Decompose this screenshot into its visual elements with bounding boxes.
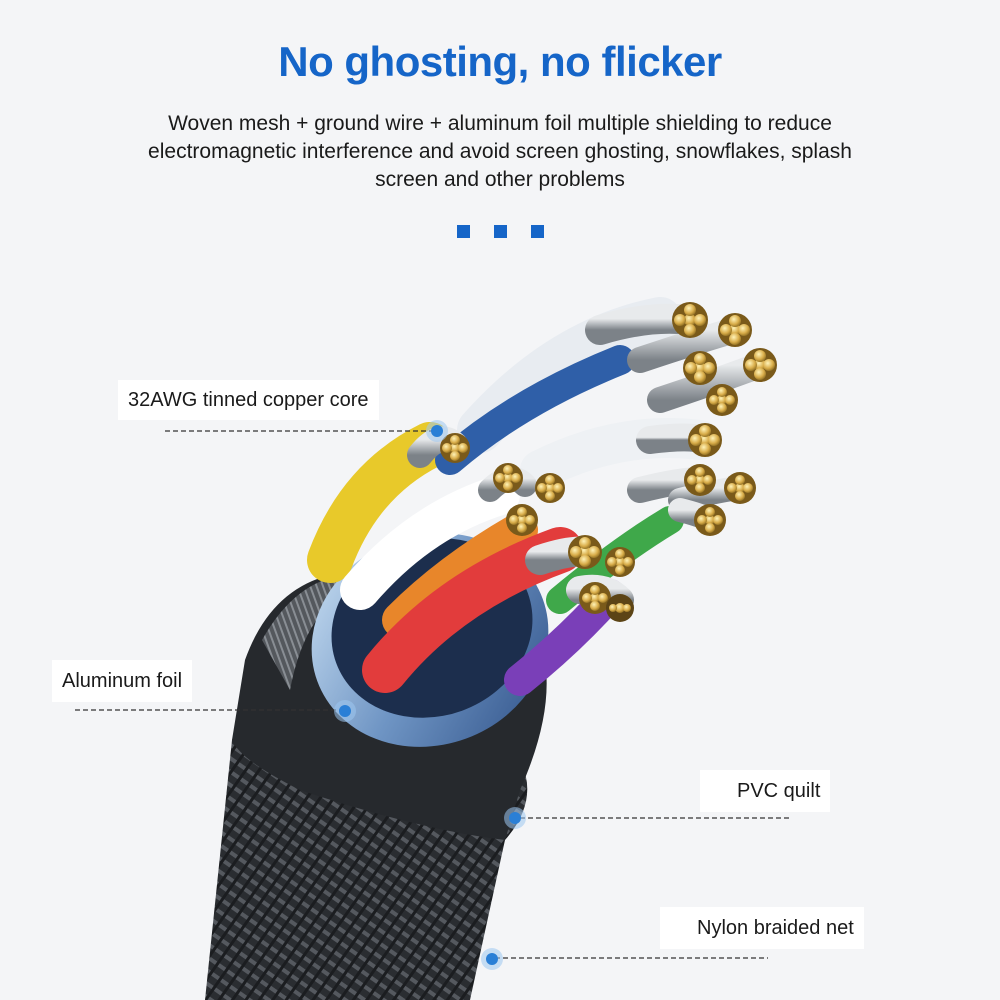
decorative-dots: [455, 225, 545, 239]
label-copper-core: 32AWG tinned copper core: [118, 380, 379, 420]
copper-core-marker-dot: [431, 425, 443, 437]
nylon-braid-marker-dot: [486, 953, 498, 965]
aluminum-foil-marker-dot: [339, 705, 351, 717]
page-title: No ghosting, no flicker: [278, 38, 722, 85]
pvc-quilt-marker-dot: [509, 812, 521, 824]
dot-1: [457, 225, 470, 238]
label-nylon-braided-net: Nylon braided net: [660, 907, 864, 949]
page-description: Woven mesh + ground wire + aluminum foil…: [148, 112, 852, 191]
label-aluminum-foil: Aluminum foil: [52, 660, 193, 702]
dot-2: [494, 225, 507, 238]
callout-markers: [334, 420, 526, 970]
label-pvc-quilt: PVC quilt: [700, 770, 831, 812]
dot-3: [531, 225, 544, 238]
copper-strand-ends: [440, 302, 777, 622]
callout-lines: [75, 430, 790, 959]
